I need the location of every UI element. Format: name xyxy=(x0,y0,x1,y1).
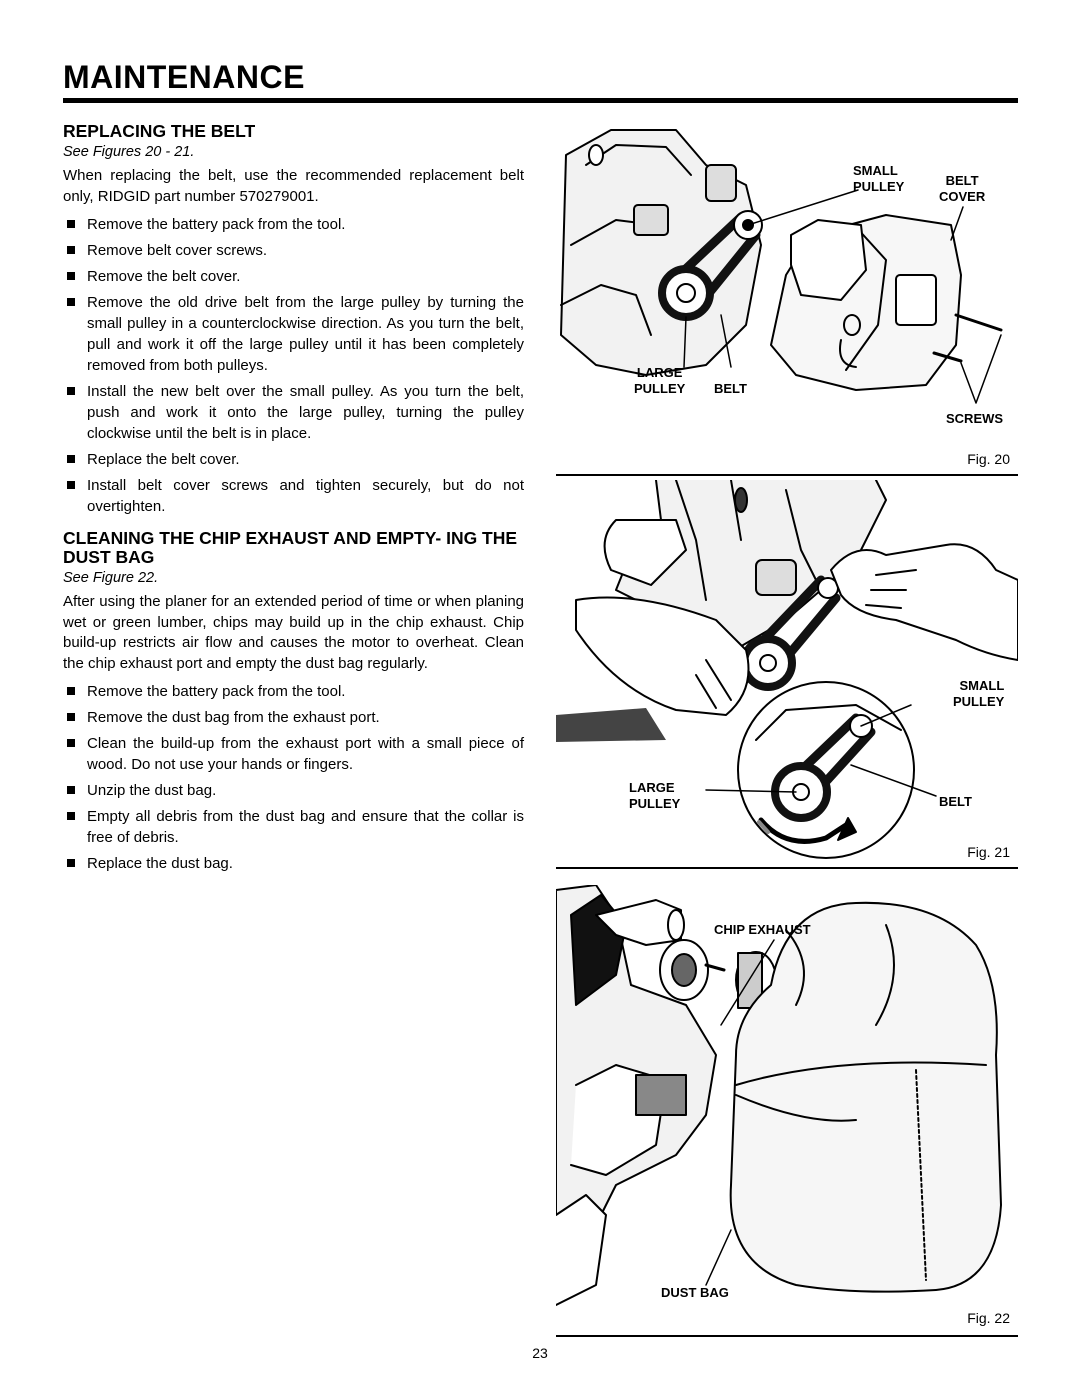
figure-rule xyxy=(556,867,1018,869)
list-item: Remove the dust bag from the exhaust por… xyxy=(63,707,524,728)
replacing-belt-heading: REPLACING THE BELT xyxy=(63,121,256,141)
callout-line: COVER xyxy=(939,189,986,204)
page-header: MAINTENANCE xyxy=(63,60,1018,103)
large-pulley-callout: LARGE PULLEY xyxy=(634,365,685,397)
figure-22-label: Fig. 22 xyxy=(967,1310,1010,1326)
callout-line: LARGE xyxy=(629,780,675,795)
figure-22: CHIP EXHAUST DUST BAG Fig. 22 xyxy=(556,885,1018,1337)
belt-figure-reference: See Figures 20 - 21. xyxy=(63,144,195,160)
callout-line: SMALL xyxy=(853,163,898,178)
figure-21-label: Fig. 21 xyxy=(967,844,1010,860)
callout-line: PULLEY xyxy=(629,796,681,811)
list-item: Remove the battery pack from the tool. xyxy=(63,681,524,702)
chip-steps-list: Remove the battery pack from the tool. R… xyxy=(63,681,524,874)
dust-bag-callout: DUST BAG xyxy=(661,1285,729,1300)
callout-line: PULLEY xyxy=(953,694,1005,709)
chip-figure-reference: See Figure 22. xyxy=(63,570,159,586)
figure-20-label: Fig. 20 xyxy=(967,451,1010,467)
list-item: Install belt cover screws and tighten se… xyxy=(63,475,524,517)
belt-steps-list: Remove the battery pack from the tool. R… xyxy=(63,214,524,517)
list-item: Empty all debris from the dust bag and e… xyxy=(63,806,524,848)
list-item: Remove the old drive belt from the large… xyxy=(63,292,524,376)
figure-21: SMALL PULLEY LARGE PULLEY BELT Fig. 21 xyxy=(556,480,1018,870)
dust-bag-illustration xyxy=(556,885,1002,1306)
chip-exhaust-section: CLEANING THE CHIP EXHAUST AND EMPTY- ING… xyxy=(63,529,524,874)
belt-callout: BELT xyxy=(714,381,747,396)
list-item: Unzip the dust bag. xyxy=(63,780,524,801)
callout-line: PULLEY xyxy=(853,179,905,194)
list-item: Remove belt cover screws. xyxy=(63,240,524,261)
callout-line: BELT xyxy=(945,173,979,188)
chip-exhaust-heading: CLEANING THE CHIP EXHAUST AND EMPTY- ING… xyxy=(63,528,518,567)
list-item: Remove the belt cover. xyxy=(63,266,524,287)
screws-callout: SCREWS xyxy=(946,411,1004,426)
figure-20: SMALL PULLEY BELT COVER LARGE PULLEY BEL… xyxy=(556,125,1018,476)
list-item: Replace the belt cover. xyxy=(63,449,524,470)
large-pulley-callout: LARGE PULLEY xyxy=(629,780,680,812)
page-number: 23 xyxy=(532,1345,548,1361)
callout-line: PULLEY xyxy=(634,381,686,396)
belt-replacement-illustration xyxy=(556,480,1018,859)
replacing-belt-section: REPLACING THE BELT See Figures 20 - 21. … xyxy=(63,122,524,517)
chip-intro: After using the planer for an extended p… xyxy=(63,593,524,672)
page-title: MAINTENANCE xyxy=(63,59,305,95)
belt-callout: BELT xyxy=(939,794,972,809)
small-pulley-callout: SMALL PULLEY xyxy=(953,678,1004,710)
belt-cover-illustration xyxy=(560,129,1003,404)
text-column: REPLACING THE BELT See Figures 20 - 21. … xyxy=(63,122,524,879)
callout-line: LARGE xyxy=(636,365,683,380)
belt-intro: When replacing the belt, use the recomme… xyxy=(63,167,524,205)
callout-line: SMALL xyxy=(959,678,1005,693)
list-item: Replace the dust bag. xyxy=(63,853,524,874)
chip-exhaust-callout: CHIP EXHAUST xyxy=(714,922,811,937)
list-item: Clean the build-up from the exhaust port… xyxy=(63,733,524,775)
list-item: Install the new belt over the small pull… xyxy=(63,381,524,444)
list-item: Remove the battery pack from the tool. xyxy=(63,214,524,235)
figure-rule xyxy=(556,1335,1018,1337)
belt-cover-callout: BELT COVER xyxy=(939,173,985,205)
figure-rule xyxy=(556,474,1018,476)
small-pulley-callout: SMALL PULLEY xyxy=(853,163,904,195)
header-rule xyxy=(63,98,1018,103)
